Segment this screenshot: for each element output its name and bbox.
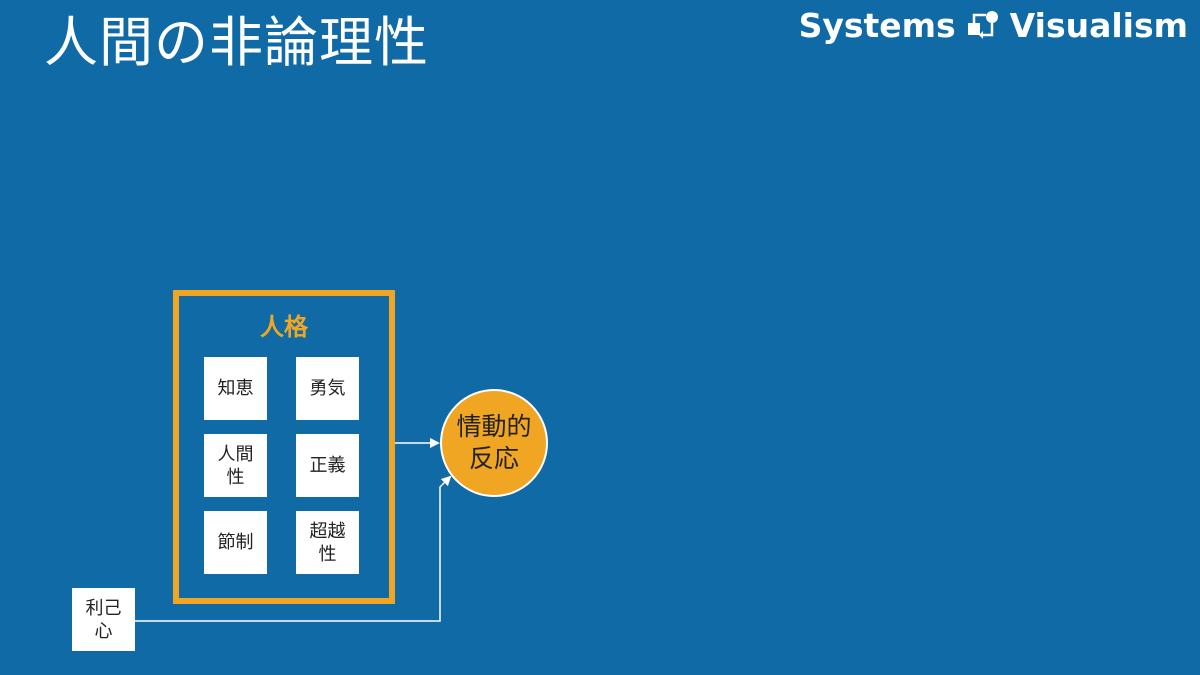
virtue-wisdom: 知恵	[204, 357, 267, 420]
emotional-response-label: 情動的反応	[456, 412, 532, 473]
brand-logo: Systems Visualism	[799, 6, 1188, 46]
virtue-temperance-label: 節制	[217, 532, 254, 553]
personality-label: 人格	[260, 313, 308, 341]
personality-frame: 人格 知恵 勇気 人間性 正義 節制 超越性	[173, 290, 395, 604]
emotional-response-node: 情動的反応	[440, 389, 548, 497]
brand-word-visualism: Visualism	[1009, 6, 1188, 45]
virtue-humanity-label: 人間性	[217, 443, 254, 488]
virtue-transcendence: 超越性	[296, 511, 359, 574]
virtue-transcendence-label: 超越性	[309, 520, 346, 565]
virtue-wisdom-label: 知恵	[217, 378, 254, 399]
selfishness-node: 利己心	[72, 588, 135, 651]
brand-word-systems: Systems	[798, 6, 956, 45]
virtue-courage: 勇気	[296, 357, 359, 420]
virtue-temperance: 節制	[204, 511, 267, 574]
slide-title: 人間の非論理性	[44, 11, 429, 74]
selfishness-label: 利己心	[85, 597, 122, 642]
virtue-justice: 正義	[296, 434, 359, 497]
virtue-humanity: 人間性	[204, 434, 267, 497]
systems-visualism-logo-icon	[967, 11, 998, 39]
virtue-justice-label: 正義	[309, 455, 346, 476]
virtue-courage-label: 勇気	[309, 378, 346, 399]
